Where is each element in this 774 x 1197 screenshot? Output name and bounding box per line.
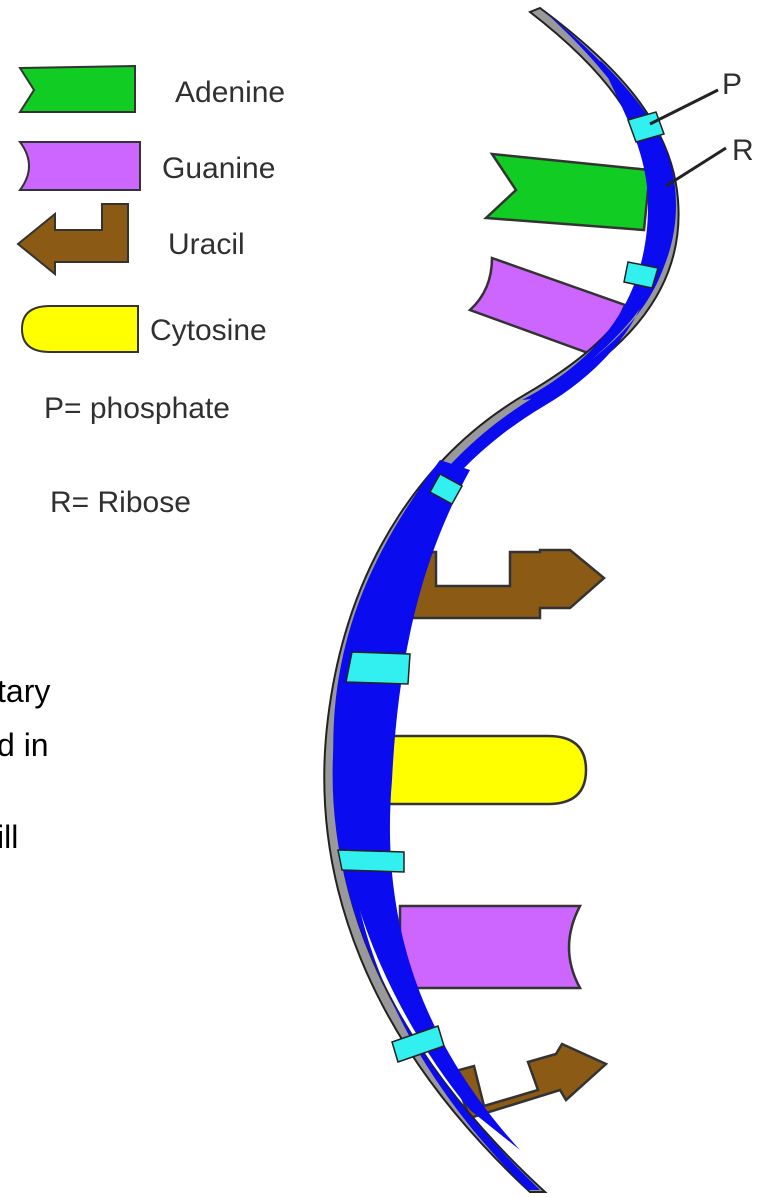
base-uracil [412, 550, 604, 618]
guanine-swatch-icon [20, 142, 140, 190]
ribose-callout-line [666, 148, 726, 186]
legend-label-adenine: Adenine [175, 76, 285, 109]
ribose-callout-label: R [732, 134, 754, 167]
phosphate-block [346, 652, 410, 684]
bases [386, 154, 650, 1118]
body-text-line-2: d in [0, 727, 49, 763]
base-cytosine [386, 736, 586, 804]
adenine-swatch-icon [20, 66, 135, 112]
legend-note-ribose: R= Ribose [50, 486, 191, 519]
legend: Adenine Guanine Uracil Cytosine P= phosp… [18, 66, 285, 519]
legend-label-uracil: Uracil [168, 228, 245, 261]
legend-label-cytosine: Cytosine [150, 314, 267, 347]
legend-note-phosphate: P= phosphate [44, 392, 230, 425]
base-adenine [486, 154, 650, 230]
body-text-line-3: ill [0, 819, 18, 855]
body-text-line-1: tary [0, 673, 50, 709]
phosphate-block [338, 850, 404, 872]
uracil-swatch-icon [18, 204, 128, 274]
legend-label-guanine: Guanine [162, 152, 275, 185]
phosphate-callout-label: P [722, 68, 742, 101]
base-guanine-lower [400, 906, 580, 988]
cytosine-swatch-icon [22, 306, 138, 352]
backbone-ribbon-wide [522, 60, 676, 400]
body-text: tary d in ill [0, 673, 50, 855]
phosphate-callout-line [650, 90, 718, 124]
